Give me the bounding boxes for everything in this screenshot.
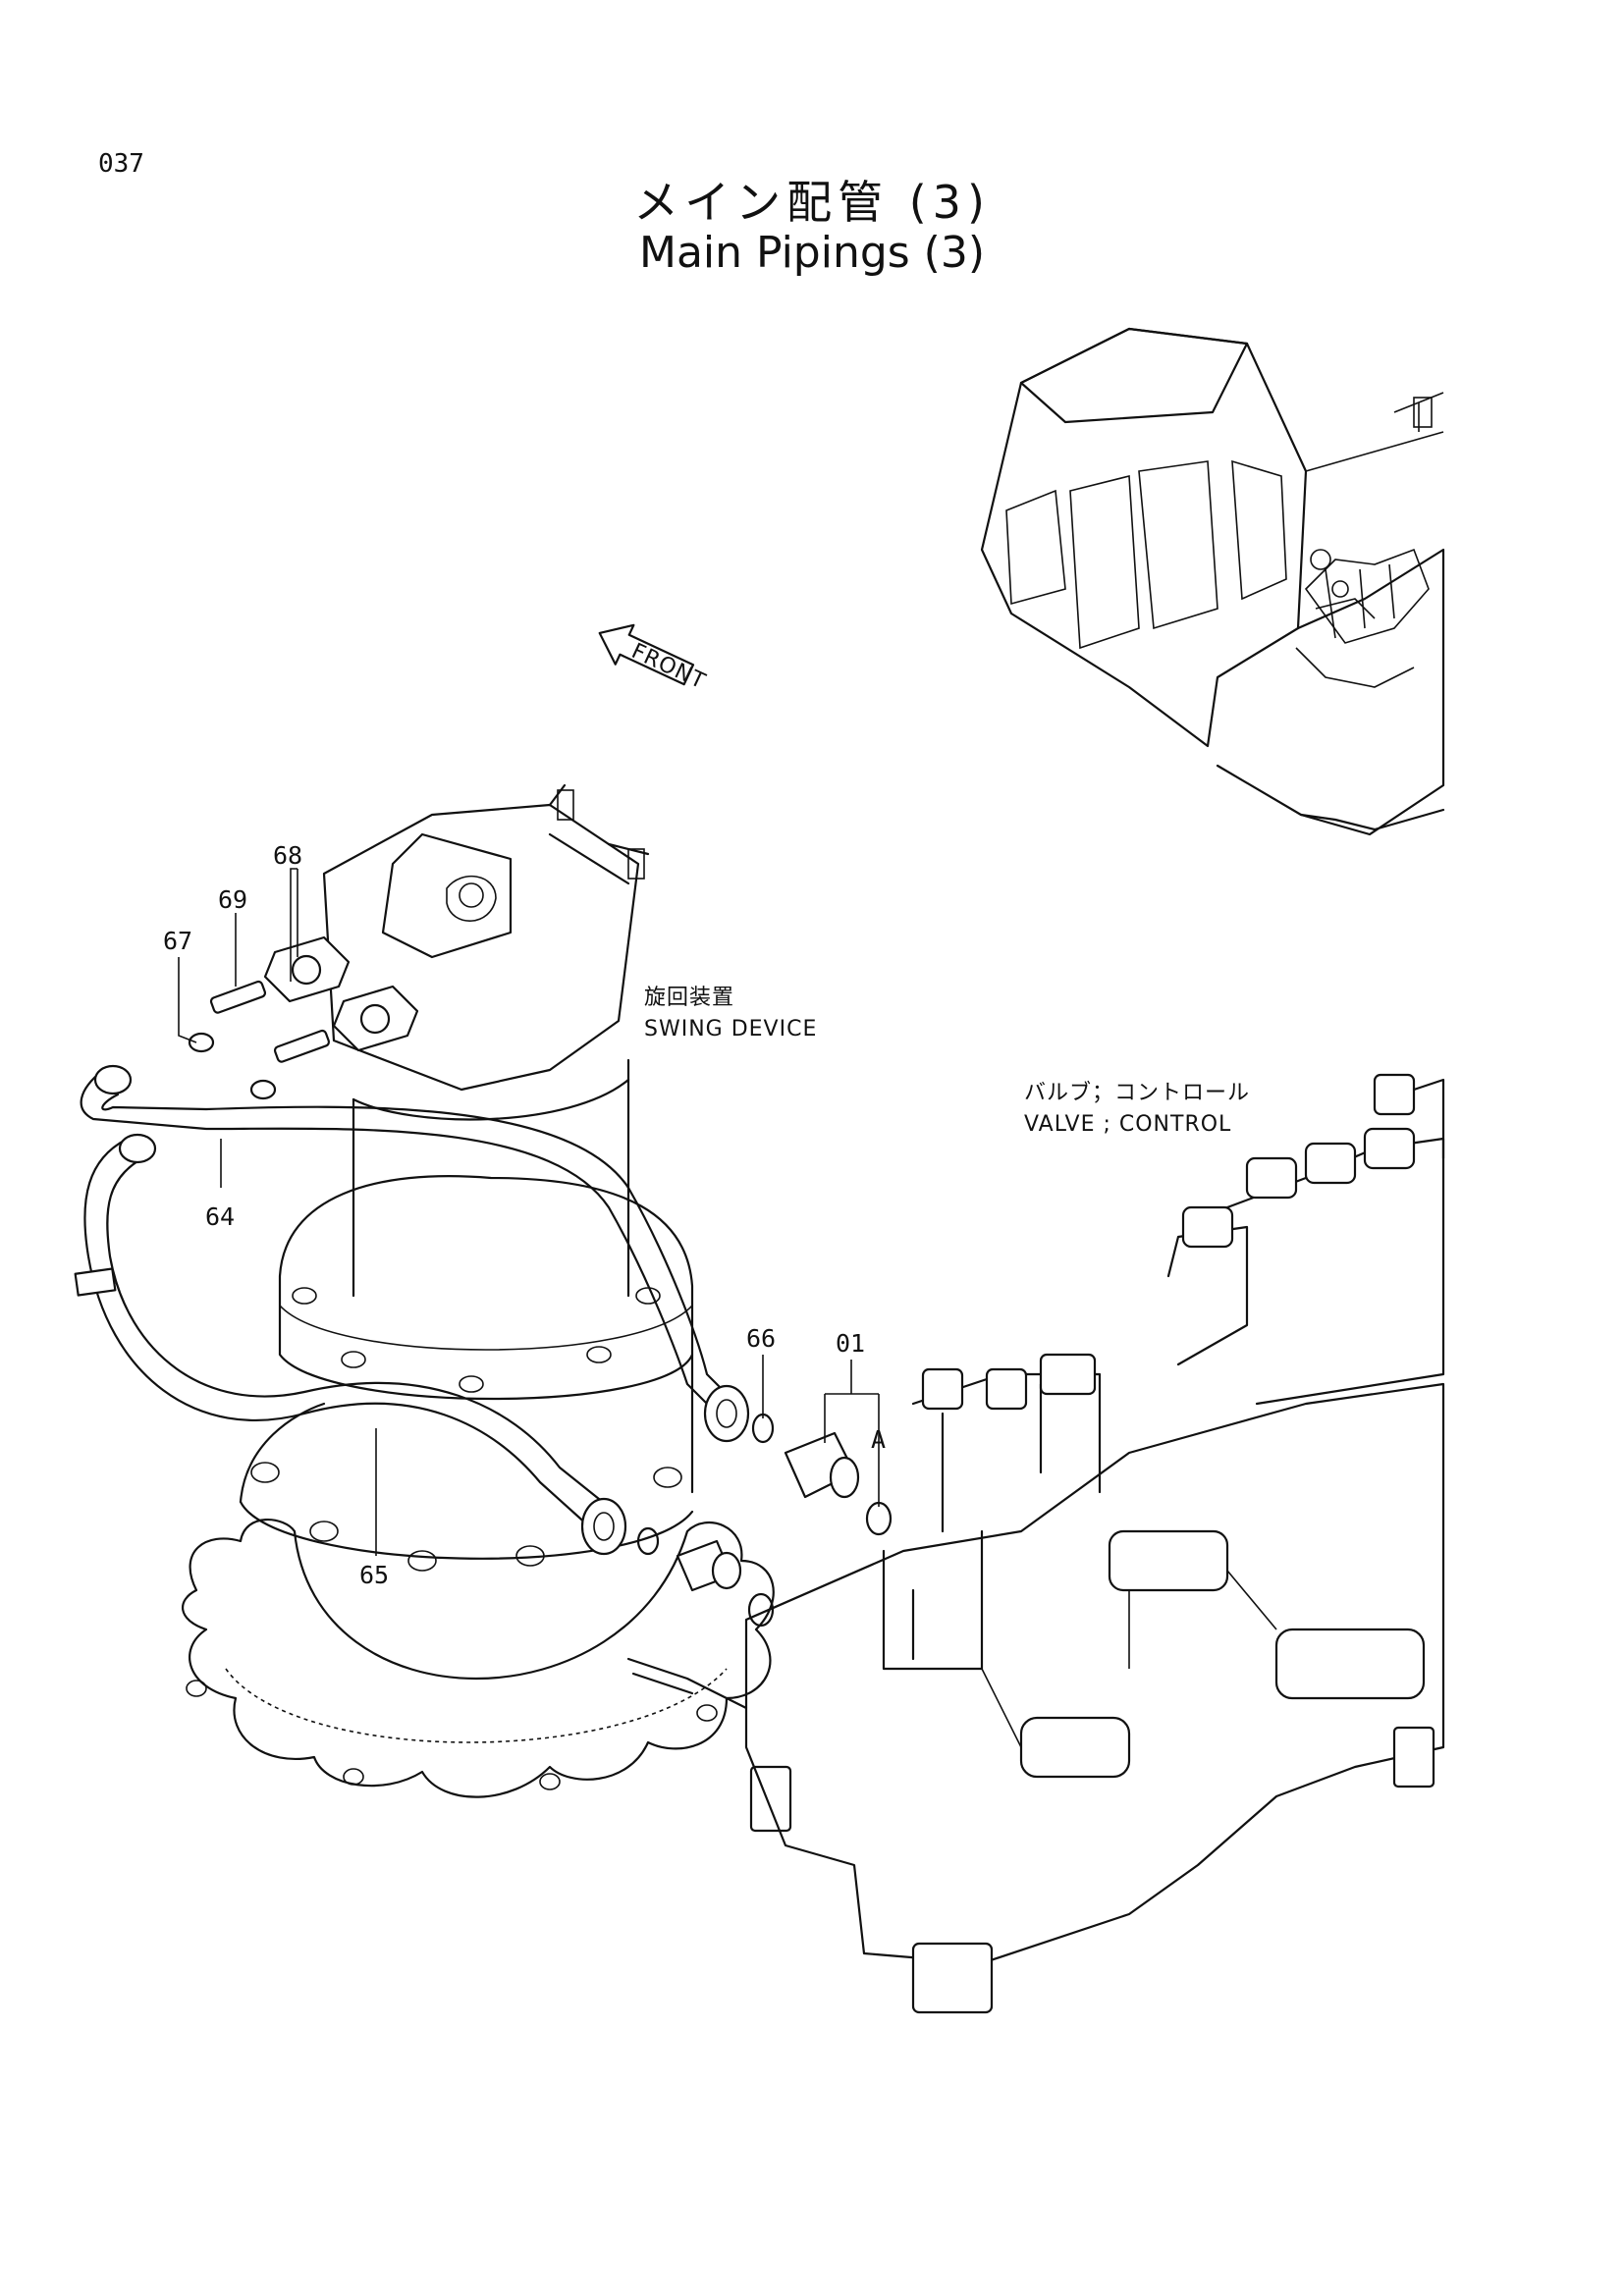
adapter-fitting-01 bbox=[626, 1413, 893, 1833]
swing-device-label-jp: 旋回装置 bbox=[644, 986, 734, 1010]
swing-device-illustration bbox=[181, 783, 775, 1798]
leader-lines bbox=[178, 868, 880, 1556]
excavator-overview-illustration bbox=[980, 327, 1445, 836]
pipe-64 bbox=[80, 1064, 750, 1443]
callout-67: 67 bbox=[163, 927, 192, 955]
callout-69: 69 bbox=[218, 885, 247, 914]
flange-and-bolts bbox=[188, 935, 419, 1100]
pipe-65 bbox=[74, 1133, 627, 1556]
callout-66: 66 bbox=[746, 1324, 776, 1353]
page-number: 037 bbox=[98, 149, 144, 179]
control-valve-label-jp: バルブ；コントロール bbox=[1024, 1081, 1250, 1105]
swing-device-label-en: SWING DEVICE bbox=[644, 1017, 817, 1041]
front-label: FRONT bbox=[627, 639, 709, 695]
front-direction-arrow: FRONT bbox=[598, 623, 709, 695]
control-valve-illustration bbox=[744, 1073, 1445, 2014]
callout-a: A bbox=[871, 1425, 886, 1454]
callout-68: 68 bbox=[273, 841, 302, 870]
title-english: Main Pipings (3) bbox=[638, 228, 986, 278]
control-valve-label-en: VALVE ; CONTROL bbox=[1024, 1112, 1231, 1137]
callout-64: 64 bbox=[205, 1202, 235, 1231]
callout-65: 65 bbox=[359, 1561, 389, 1589]
title-japanese: メイン配管 (3) bbox=[633, 176, 991, 229]
callout-01: 01 bbox=[836, 1329, 865, 1358]
